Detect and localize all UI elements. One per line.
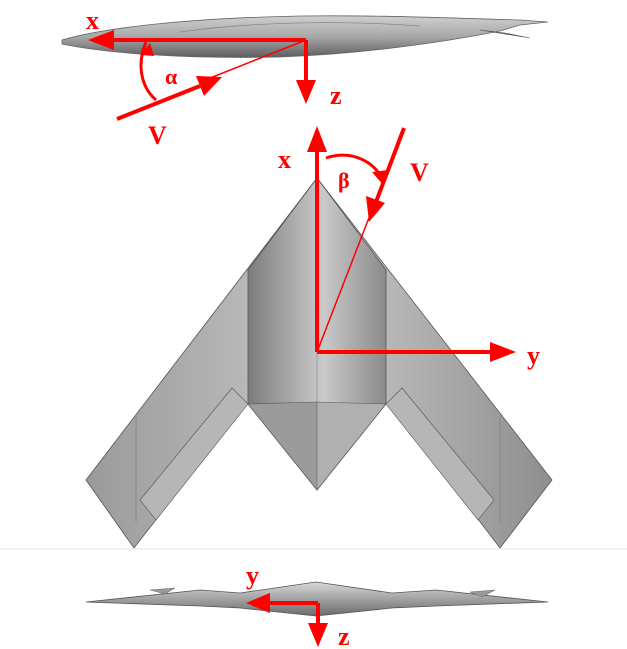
front-view-wing-edge [149, 587, 176, 595]
side-view-tail [479, 29, 531, 39]
side-velocity-arrow [116, 84, 201, 121]
front-y-axis-arrowhead [246, 593, 270, 613]
front-z-label: z [338, 622, 350, 649]
top-y-label: y [527, 341, 540, 370]
top-view-left-aft [247, 401, 318, 491]
side-x-label: x [86, 6, 99, 35]
side-view: x z α V [61, 6, 549, 150]
top-x-label: x [278, 145, 291, 174]
top-velocity-arrow [374, 127, 406, 203]
side-alpha-arc-arrowhead [140, 43, 154, 56]
front-view-wing-edge [469, 589, 496, 598]
top-beta-arc [325, 153, 384, 179]
top-view-left-flap [139, 387, 249, 521]
front-view-airframe [85, 581, 549, 617]
side-v-label: V [148, 121, 167, 150]
top-x-axis-arrowhead [307, 126, 327, 152]
front-z-axis-arrowhead [308, 623, 328, 647]
top-v-label: V [410, 158, 429, 187]
top-view-right-flap [385, 387, 495, 521]
side-alpha-label: α [165, 64, 178, 89]
side-velocity-reference-line [199, 39, 307, 83]
top-beta-label: β [338, 168, 350, 193]
side-view-fuselage [61, 15, 549, 58]
side-z-label: z [330, 81, 342, 110]
side-z-axis-arrowhead [296, 80, 316, 104]
top-velocity-arrowhead [366, 196, 385, 222]
top-view-right-aft [316, 401, 387, 491]
top-y-axis-arrowhead [490, 342, 516, 362]
front-view: y z [85, 561, 549, 649]
top-view: x y β V [85, 126, 553, 549]
side-alpha-arc [139, 41, 158, 102]
side-velocity-arrowhead [196, 76, 222, 96]
top-beta-arc-arrowhead [372, 170, 388, 186]
top-velocity-reference-line [316, 209, 373, 353]
front-y-label: y [246, 561, 259, 590]
side-view-canopy-line [179, 22, 421, 33]
side-x-axis-arrowhead [88, 30, 114, 50]
